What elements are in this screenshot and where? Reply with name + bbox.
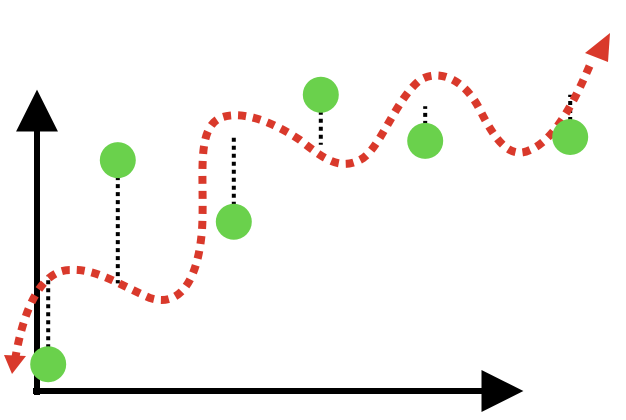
data-points — [30, 76, 589, 383]
axes — [15, 89, 524, 412]
data-point — [302, 76, 339, 113]
curve-arrowheads — [4, 33, 610, 374]
fitted-curve — [11, 63, 594, 361]
curve-end-arrowhead — [585, 33, 610, 62]
data-point — [552, 119, 589, 156]
residual-lines — [46, 94, 573, 365]
data-point — [99, 142, 136, 179]
data-point — [407, 122, 444, 159]
curve-start-arrowhead — [4, 355, 26, 374]
data-point — [215, 203, 252, 240]
data-point — [30, 346, 67, 383]
